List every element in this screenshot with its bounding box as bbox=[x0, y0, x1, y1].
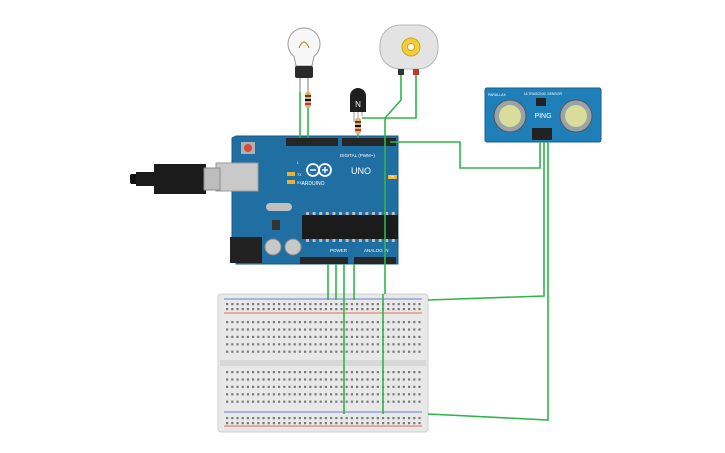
arduino-logo-icon bbox=[306, 163, 332, 177]
on-led-label: ON bbox=[389, 175, 395, 179]
transistor-label: N bbox=[355, 100, 361, 109]
arduino-board-icon[interactable]: ARDUINO UNO DIGITAL (PWM~) POWER ANALOG … bbox=[215, 135, 399, 265]
chip-pins bbox=[306, 212, 395, 242]
power-header-label: POWER bbox=[330, 248, 348, 253]
sensor-title: ULTRASONIC SENSOR bbox=[524, 92, 563, 96]
npn-transistor-icon[interactable]: N bbox=[350, 88, 366, 122]
l-led-label: L bbox=[297, 161, 299, 165]
digital-header-label: DIGITAL (PWM~) bbox=[340, 153, 375, 158]
breadboard-holes bbox=[226, 303, 421, 425]
usb-cable-icon[interactable] bbox=[130, 164, 221, 194]
tx-led-label: TX bbox=[297, 173, 302, 177]
dc-motor-icon[interactable] bbox=[379, 24, 439, 75]
arduino-logo-text: ARDUINO bbox=[301, 181, 324, 187]
breadboard-icon[interactable] bbox=[217, 293, 429, 433]
sensor-corner-label: PARALLAX bbox=[488, 93, 506, 97]
light-bulb-icon[interactable] bbox=[287, 27, 321, 92]
resistor-icon[interactable] bbox=[305, 88, 311, 108]
arduino-model-label: UNO bbox=[351, 166, 371, 176]
resistor-icon[interactable] bbox=[355, 118, 361, 134]
ultrasonic-sensor-icon[interactable]: ULTRASONIC SENSOR PING PARALLAX bbox=[484, 87, 602, 143]
wires bbox=[299, 75, 549, 421]
analog-header-label: ANALOG IN bbox=[364, 248, 389, 253]
sensor-model: PING bbox=[534, 113, 551, 120]
rx-led-label: RX bbox=[297, 181, 303, 185]
